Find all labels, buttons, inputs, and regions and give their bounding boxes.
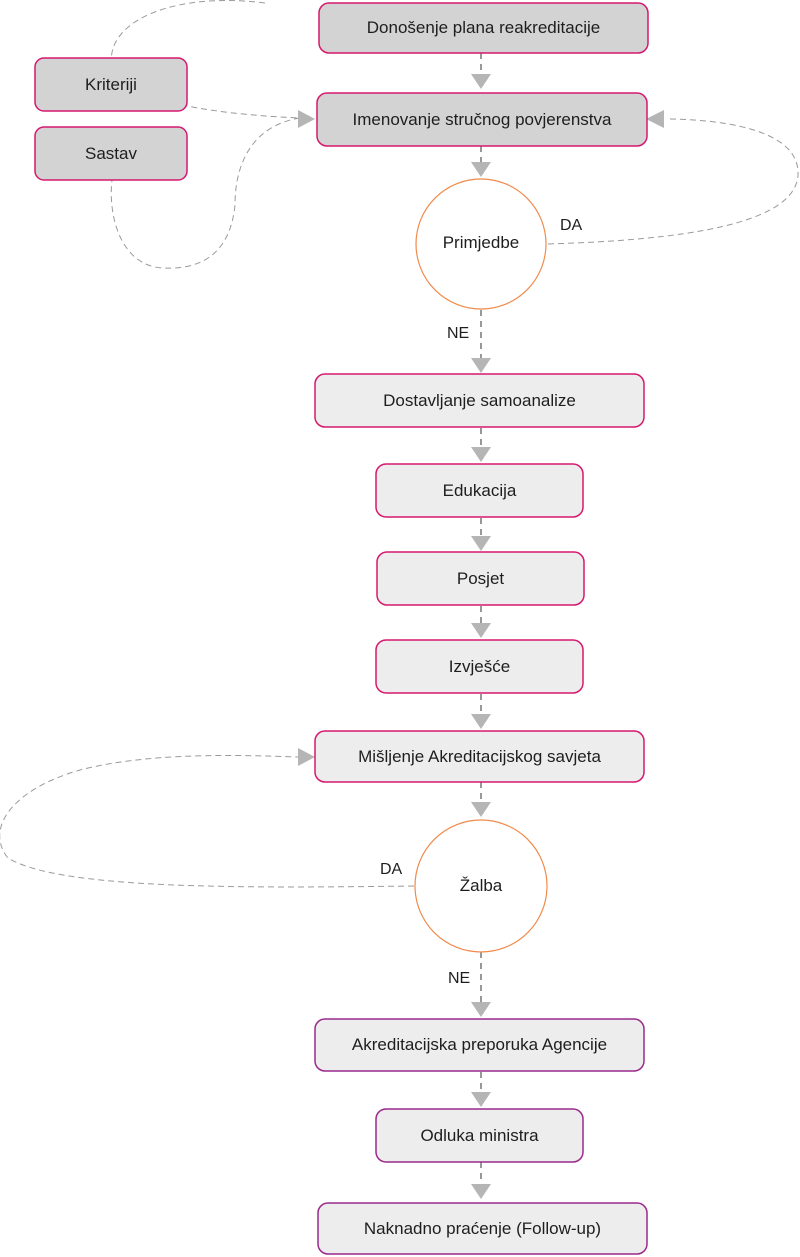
node-odluka-box[interactable] xyxy=(375,1108,584,1163)
node-followup-box[interactable] xyxy=(317,1202,648,1255)
edge-label-primjedbe-ne: NE xyxy=(447,325,470,342)
node-primjedbe-circle[interactable] xyxy=(415,178,547,310)
down-arrowheads xyxy=(471,74,491,1199)
edge-label-zalba-da: DA xyxy=(380,861,403,878)
node-preporuka-box[interactable] xyxy=(314,1018,645,1072)
arrowhead-misljenje-left xyxy=(298,748,315,766)
loop-primjedbe-da xyxy=(547,118,799,245)
node-izvjesce-box[interactable] xyxy=(375,639,584,694)
node-sastav-box[interactable] xyxy=(34,126,188,181)
edge-label-primjedbe-da: DA xyxy=(560,217,583,234)
node-zalba-circle[interactable] xyxy=(414,819,548,953)
arrowhead-imenovanje-left xyxy=(298,110,315,128)
node-plan-box[interactable] xyxy=(318,2,649,54)
edge-label-zalba-ne: NE xyxy=(448,970,471,987)
node-kriteriji-box[interactable] xyxy=(34,57,188,112)
arrowhead-imenovanje-right xyxy=(646,110,664,128)
node-edukacija-box[interactable] xyxy=(375,463,584,518)
node-misljenje-box[interactable] xyxy=(314,730,645,783)
loop-zalba-da xyxy=(0,754,415,888)
node-imenovanje-box[interactable] xyxy=(316,92,648,147)
node-posjet-box[interactable] xyxy=(376,551,585,606)
node-samoanaliza-box[interactable] xyxy=(314,373,645,428)
